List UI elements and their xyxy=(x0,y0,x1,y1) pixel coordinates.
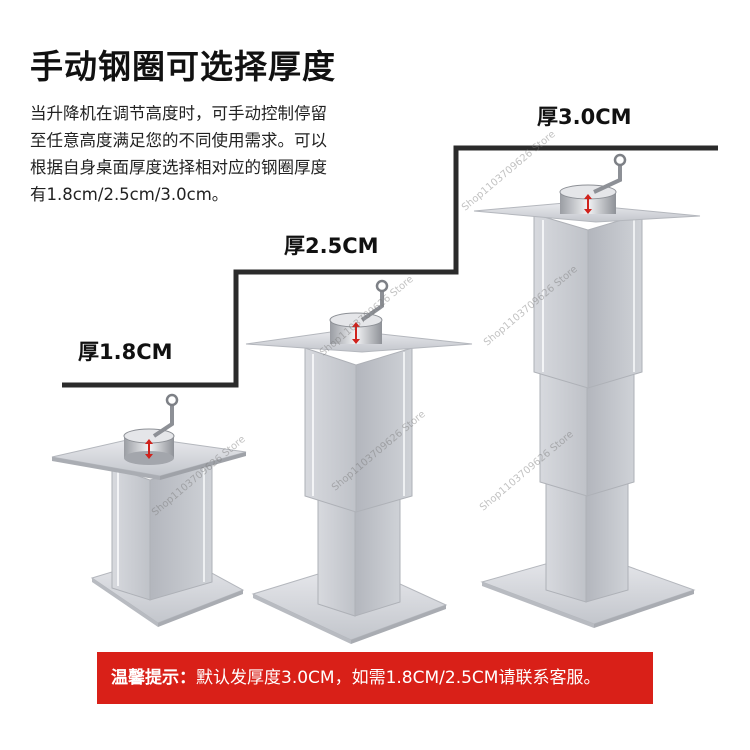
page-title: 手动钢圈可选择厚度 xyxy=(30,47,336,86)
notice-lead: 温馨提示： xyxy=(111,668,196,688)
description-line: 有1.8cm/2.5cm/3.0cm。 xyxy=(30,185,229,204)
description: 当升降机在调节高度时，可手动控制停留 至任意高度满足您的不同使用需求。可以 根据… xyxy=(30,100,430,208)
label-thickness-2-5: 厚2.5CM xyxy=(284,234,379,258)
lift-column-large xyxy=(473,153,701,628)
label-thickness-1-8: 厚1.8CM xyxy=(78,340,173,364)
lift-column-medium xyxy=(245,279,473,644)
description-line: 根据自身桌面厚度选择相对应的钢圈厚度 xyxy=(30,158,327,177)
lift-column-small xyxy=(51,393,247,627)
description-line: 至任意高度满足您的不同使用需求。可以 xyxy=(30,131,327,150)
label-thickness-3-0: 厚3.0CM xyxy=(537,105,632,129)
description-line: 当升降机在调节高度时，可手动控制停留 xyxy=(30,104,327,123)
notice-banner: 温馨提示：默认发厚度3.0CM，如需1.8CM/2.5CM请联系客服。 xyxy=(97,652,653,704)
notice-text: 默认发厚度3.0CM，如需1.8CM/2.5CM请联系客服。 xyxy=(196,668,601,688)
